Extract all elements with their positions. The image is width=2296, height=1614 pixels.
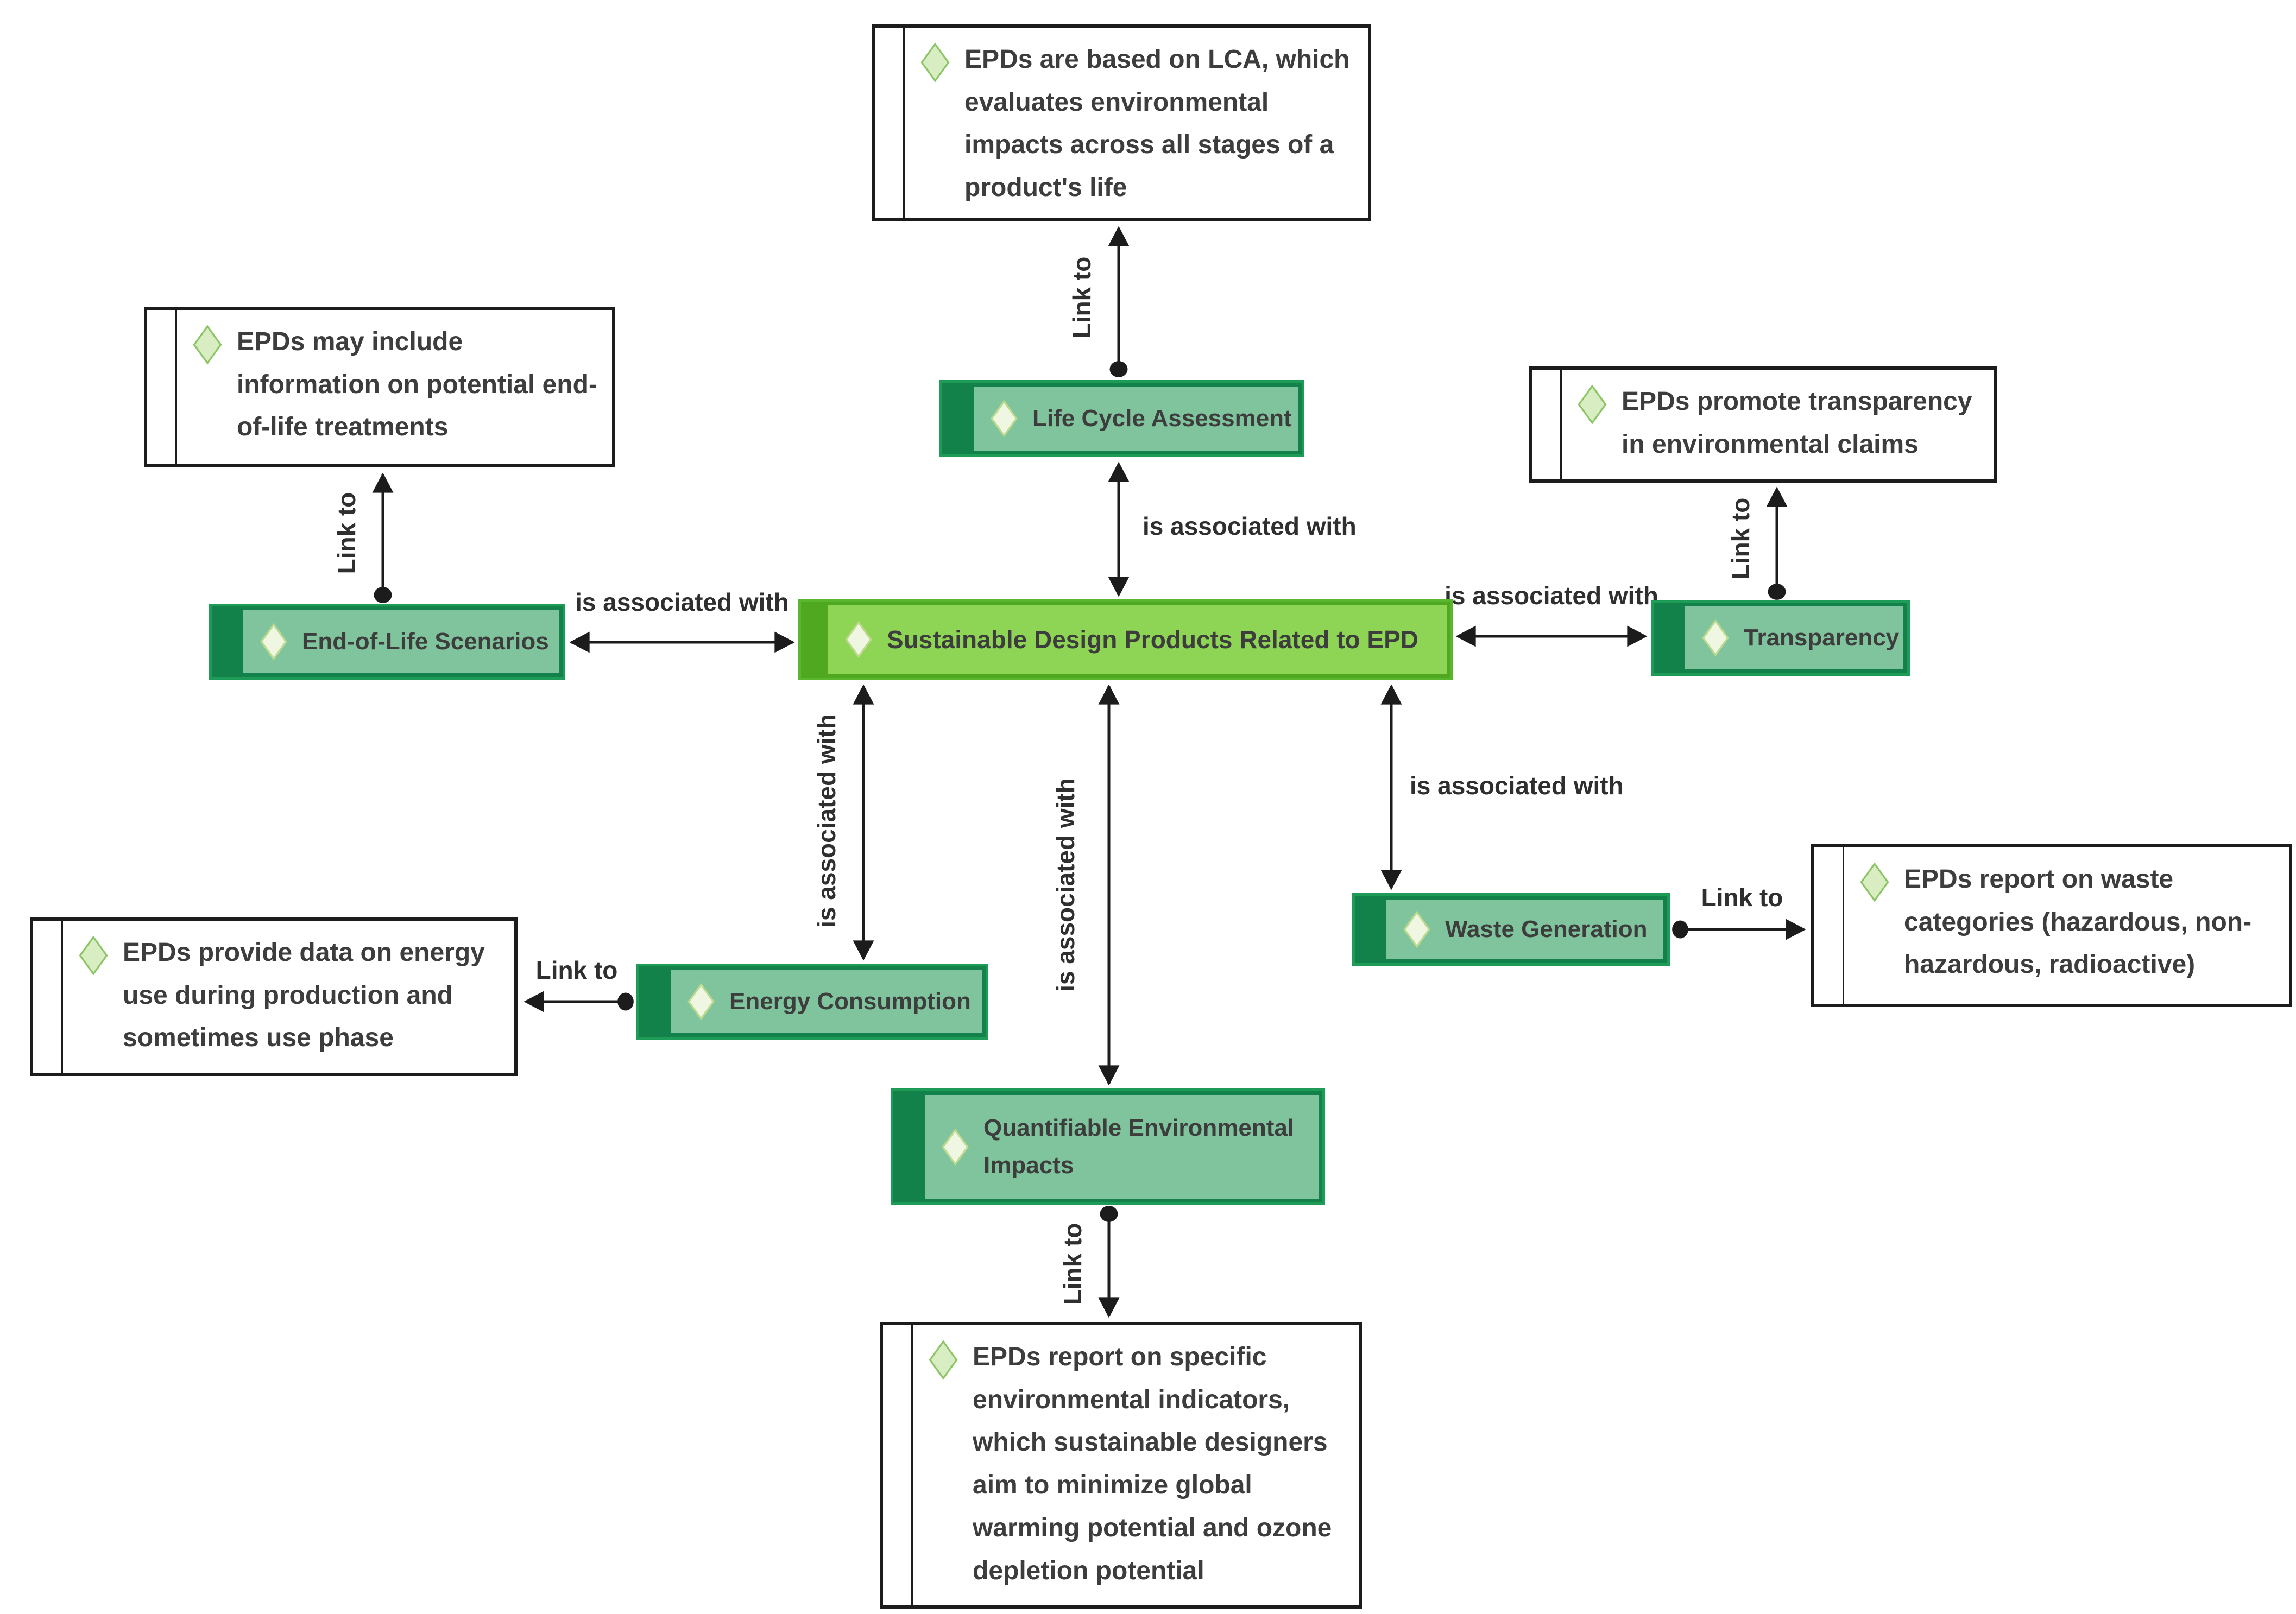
note-text: EPDs promote transparency in environment… xyxy=(1622,387,1972,459)
node-fill: Sustainable Design Products Related to E… xyxy=(828,605,1447,674)
node-label: Energy Consumption xyxy=(729,988,971,1015)
node-quantifiable-environmental-impacts[interactable]: Quantifiable Environmental Impacts xyxy=(891,1088,1325,1205)
note-energy[interactable]: EPDs provide data on energy use during p… xyxy=(30,917,518,1076)
node-label: Quantifiable Environmental Impacts xyxy=(983,1115,1295,1179)
note-text: EPDs are based on LCA, which evaluates e… xyxy=(964,45,1350,202)
edge-label-link: Link to xyxy=(1058,1223,1087,1305)
note-body: EPDs report on waste categories (hazardo… xyxy=(1844,847,2289,1004)
note-lca[interactable]: EPDs are based on LCA, which evaluates e… xyxy=(872,24,1371,221)
node-fill: Quantifiable Environmental Impacts xyxy=(925,1095,1319,1199)
edge-label-link: Link to xyxy=(1701,883,1783,912)
node-fill: Life Cycle Assessment xyxy=(974,387,1298,451)
note-left-column xyxy=(883,1325,913,1605)
edge-label-association: is associated with xyxy=(1143,512,1357,540)
note-impacts[interactable]: EPDs report on specific environmental in… xyxy=(880,1322,1362,1609)
diamond-icon xyxy=(260,622,288,662)
edge-label-association: is associated with xyxy=(812,714,841,928)
node-energy-consumption[interactable]: Energy Consumption xyxy=(636,964,988,1040)
node-end-of-life-scenarios[interactable]: End-of-Life Scenarios xyxy=(209,604,565,680)
note-body: EPDs are based on LCA, which evaluates e… xyxy=(905,28,1368,218)
diamond-icon xyxy=(687,982,715,1022)
note-left-column xyxy=(147,310,177,464)
note-text: EPDs report on waste categories (hazardo… xyxy=(1904,865,2252,979)
note-waste[interactable]: EPDs report on waste categories (hazardo… xyxy=(1811,844,2292,1007)
node-central-sustainable-design-products[interactable]: Sustainable Design Products Related to E… xyxy=(798,599,1453,680)
note-end-of-life[interactable]: EPDs may include information on potentia… xyxy=(144,307,615,467)
note-transparency[interactable]: EPDs promote transparency in environment… xyxy=(1529,366,1997,483)
edge-label-association: is associated with xyxy=(575,588,789,616)
node-fill: Waste Generation xyxy=(1386,900,1663,959)
diamond-icon xyxy=(920,41,950,84)
node-fill: End-of-Life Scenarios xyxy=(243,610,559,673)
edge-label-link: Link to xyxy=(535,956,618,984)
diamond-icon xyxy=(1403,909,1431,950)
diamond-icon xyxy=(928,1338,958,1382)
diamond-icon xyxy=(78,934,109,977)
note-left-column xyxy=(1532,370,1562,479)
node-label: Sustainable Design Products Related to E… xyxy=(887,625,1418,654)
node-fill: Energy Consumption xyxy=(671,970,982,1033)
note-body: EPDs promote transparency in environment… xyxy=(1562,370,1994,479)
diamond-icon xyxy=(192,323,223,366)
note-text: EPDs may include information on potentia… xyxy=(237,327,597,442)
note-body: EPDs may include information on potentia… xyxy=(177,310,612,464)
edge-label-association: is associated with xyxy=(1445,581,1658,610)
edge-label-link: Link to xyxy=(1068,256,1096,339)
edge-label-association: is associated with xyxy=(1051,778,1080,992)
diamond-icon xyxy=(1701,618,1730,658)
diamond-icon xyxy=(1859,860,1890,904)
edge-label-association: is associated with xyxy=(1410,771,1624,800)
note-left-column xyxy=(33,921,63,1073)
edge-label-link: Link to xyxy=(1726,497,1755,580)
node-waste-generation[interactable]: Waste Generation xyxy=(1352,893,1670,966)
node-fill: Transparency xyxy=(1685,606,1903,669)
node-label: End-of-Life Scenarios xyxy=(302,628,549,655)
diamond-icon xyxy=(844,619,873,660)
node-label: Transparency xyxy=(1744,624,1900,651)
diamond-icon xyxy=(1577,383,1607,426)
node-label: Waste Generation xyxy=(1445,916,1648,942)
diamond-icon xyxy=(990,398,1018,439)
note-body: EPDs provide data on energy use during p… xyxy=(63,921,514,1073)
node-transparency[interactable]: Transparency xyxy=(1651,600,1910,676)
node-life-cycle-assessment[interactable]: Life Cycle Assessment xyxy=(939,380,1304,457)
diamond-icon xyxy=(941,1127,969,1167)
note-body: EPDs report on specific environmental in… xyxy=(913,1325,1359,1605)
node-label: Life Cycle Assessment xyxy=(1032,405,1292,432)
note-left-column xyxy=(875,28,905,218)
note-text: EPDs report on specific environmental in… xyxy=(973,1343,1332,1585)
note-text: EPDs provide data on energy use during p… xyxy=(123,938,485,1053)
note-left-column xyxy=(1814,847,1844,1004)
edge-label-link: Link to xyxy=(332,492,361,574)
